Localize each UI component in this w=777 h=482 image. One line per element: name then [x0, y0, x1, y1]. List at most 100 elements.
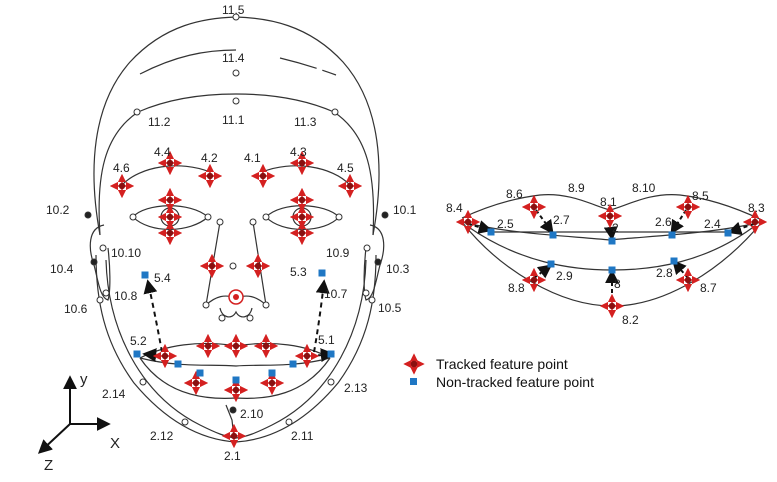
label-2-11: 2.11 [291, 429, 314, 443]
left-ear [89, 224, 111, 301]
y-axis-label: y [80, 371, 88, 388]
node-11-4 [232, 69, 240, 77]
tracked-upper-l [195, 333, 221, 359]
nontracked-2-6 [668, 231, 676, 239]
z-axis [37, 423, 71, 454]
nontracked-2-2 [608, 237, 616, 245]
hairline-outer-right [279, 57, 337, 76]
tracked-4-2 [197, 163, 223, 189]
nontracked-5-2 [133, 350, 141, 358]
label-8-5: 8.5 [692, 189, 709, 203]
arrow-5-3 [313, 279, 330, 353]
node-2-13 [327, 378, 335, 386]
tracked-nose-l [199, 253, 225, 279]
nontracked-2-7 [549, 231, 557, 239]
tracked-eye-l-bottom [157, 220, 183, 246]
label-5-2: 5.2 [130, 334, 147, 348]
forehead-contour [98, 93, 375, 236]
node-2-14 [139, 378, 147, 386]
hairline-outer [139, 49, 237, 75]
tracked-8-7 [675, 267, 701, 293]
tracked-nose-r [245, 253, 271, 279]
arrow-2-7 [535, 209, 554, 235]
nontracked-2-8 [670, 257, 678, 265]
tracked-mouth-l [152, 343, 178, 369]
nontracked-inner-5 [289, 360, 297, 368]
tracked-upper-r [253, 333, 279, 359]
node-eye-l2 [204, 213, 212, 221]
label-2-8: 2.8 [656, 266, 673, 280]
label-2-6: 2.6 [655, 215, 672, 229]
tracked-8-6 [521, 194, 547, 220]
face-tracked-points [109, 150, 363, 449]
label-8-7: 8.7 [700, 281, 717, 295]
label-2-12: 2.12 [150, 429, 174, 443]
tracked-4-5 [337, 173, 363, 199]
x-axis-label: X [110, 435, 120, 452]
tracked-8-4 [455, 209, 481, 235]
legend-tracked-label: Tracked feature point [436, 356, 568, 372]
node-10-6 [96, 296, 104, 304]
node-nose-2 [249, 218, 257, 226]
node-nose-3 [229, 262, 237, 270]
tracked-8-8 [521, 267, 547, 293]
tracked-upper-c [223, 333, 249, 359]
nontracked-5-3 [318, 269, 326, 277]
nontracked-2-5 [487, 228, 495, 236]
label-8-6: 8.6 [506, 187, 523, 201]
node-10-1 [381, 211, 389, 219]
label-8-9: 8.9 [568, 181, 585, 195]
tracked-lower-l [183, 370, 209, 396]
node-nose-4 [202, 301, 210, 309]
arrow-5-4 [143, 279, 163, 353]
node-10-2 [84, 211, 92, 219]
nontracked-2-3 [608, 266, 616, 274]
tracked-4-1 [250, 163, 276, 189]
label-10-4: 10.4 [50, 262, 74, 276]
node-10-3 [374, 258, 382, 266]
label-2-4: 2.4 [704, 217, 721, 231]
node-11-1 [232, 97, 240, 105]
label-8-10: 8.10 [632, 181, 656, 195]
node-nose-1 [216, 218, 224, 226]
label-2-2: 2 [612, 221, 619, 235]
node-nose-7 [246, 314, 254, 322]
node-10-9 [363, 244, 371, 252]
node-11-3 [331, 108, 339, 116]
label-2-5: 2.5 [497, 217, 514, 231]
label-8-4: 8.4 [446, 201, 463, 215]
nontracked-2-4 [724, 229, 732, 237]
label-4-6: 4.6 [113, 161, 130, 175]
node-10-10 [99, 244, 107, 252]
label-2-14: 2.14 [102, 387, 126, 401]
label-11-4: 11.4 [222, 51, 245, 65]
tracked-8-1 [597, 203, 623, 229]
nontracked-2-9 [547, 260, 555, 268]
node-10-4 [90, 258, 98, 266]
mouth-tracked-points [455, 194, 768, 319]
label-5-4: 5.4 [154, 271, 171, 285]
label-11-3: 11.3 [294, 115, 317, 129]
legend-tracked-marker [403, 353, 425, 375]
nontracked-inner-1 [174, 360, 182, 368]
nose-tip-marker [228, 289, 244, 305]
label-10-10: 10.10 [111, 246, 141, 260]
label-4-1: 4.1 [244, 151, 261, 165]
node-eye-r1 [262, 213, 270, 221]
mouth-nontracked-points [487, 228, 732, 274]
label-10-7: 10.7 [324, 287, 348, 301]
node-10-8 [102, 289, 110, 297]
left-eyebrow [121, 165, 211, 186]
arrow-2-9 [533, 264, 553, 279]
label-4-2: 4.2 [201, 151, 218, 165]
z-axis-label: Z [44, 457, 53, 474]
tracked-4-6 [109, 173, 135, 199]
label-11-5: 11.5 [222, 3, 245, 17]
node-2-11 [285, 418, 293, 426]
tracked-4-3 [289, 150, 315, 176]
nontracked-5-4 [141, 271, 149, 279]
arrow-2-6 [670, 209, 687, 235]
tracked-8-2 [599, 293, 625, 319]
label-11-2: 11.2 [148, 115, 171, 129]
